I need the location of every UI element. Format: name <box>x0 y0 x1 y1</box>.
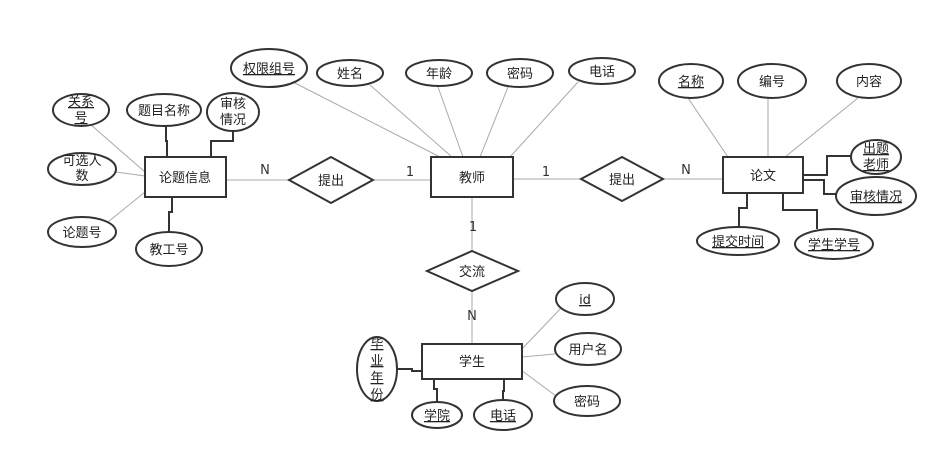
cardinality-labels: N 1 1 N 1 N <box>260 163 691 324</box>
attr-paper-name-label: 名称 <box>678 74 704 90</box>
relationship-propose-paper-label: 提出 <box>609 172 635 188</box>
attr-student-college-label: 学院 <box>424 408 450 424</box>
entity-student: 学生 <box>421 343 523 380</box>
entity-teacher: 教师 <box>430 156 514 198</box>
cardinality-paper-n: N <box>681 163 691 178</box>
attr-perm-group: 权限组号 <box>230 48 308 88</box>
attr-staff-no: 教工号 <box>135 231 203 267</box>
attr-student-no: 学生学号 <box>794 228 874 260</box>
attr-teacher-phone: 电话 <box>568 57 636 85</box>
cardinality-teacher-topic-1: 1 <box>406 165 414 180</box>
attribute-connectors <box>89 81 859 397</box>
attr-teacher-password-label: 密码 <box>507 66 533 82</box>
relationship-propose-paper: 提出 <box>578 155 666 203</box>
attr-paper-name: 名称 <box>658 63 724 99</box>
cardinality-teacher-paper-1: 1 <box>542 165 550 180</box>
attr-student-password-label: 密码 <box>574 394 600 410</box>
attr-paper-setter-line2: 老师 <box>863 158 889 173</box>
attr-staff-no-label: 教工号 <box>149 242 188 258</box>
attr-paper-review: 审核情况 <box>835 176 917 216</box>
relationship-communicate-label: 交流 <box>459 264 485 280</box>
attr-topic-review-line1: 审核 <box>220 97 246 112</box>
attr-student-phone: 电话 <box>473 399 533 431</box>
attr-teacher-password: 密码 <box>486 58 554 88</box>
attr-submit-time-label: 提交时间 <box>712 234 764 250</box>
entity-topic: 论题信息 <box>144 156 227 198</box>
entity-student-label: 学生 <box>459 354 485 370</box>
attr-grad-year-char1: 毕 <box>370 337 383 352</box>
cardinality-student-n: N <box>467 309 477 324</box>
attr-dept-no-line2: 号 <box>74 111 87 126</box>
entity-teacher-label: 教师 <box>459 170 485 186</box>
attr-paper-setter: 出题 老师 <box>850 139 902 175</box>
attr-perm-group-label: 权限组号 <box>243 61 295 77</box>
attr-student-username: 用户名 <box>554 332 622 366</box>
attr-student-id-label: id <box>579 293 591 308</box>
attr-topic-review: 审核 情况 <box>206 92 260 132</box>
attr-paper-content-label: 内容 <box>856 74 882 90</box>
attr-student-id: id <box>555 282 615 316</box>
attr-teacher-name-label: 姓名 <box>337 66 363 82</box>
attr-paper-number-label: 编号 <box>759 75 785 90</box>
attr-paper-number: 编号 <box>737 63 807 99</box>
attr-topic-title-label: 题目名称 <box>138 103 190 119</box>
relationship-connectors <box>226 178 723 344</box>
entity-paper-label: 论文 <box>750 169 776 184</box>
cardinality-topic-n: N <box>260 163 270 178</box>
attr-topic-title: 题目名称 <box>126 93 202 127</box>
attr-topic-no-label: 论题号 <box>62 226 101 241</box>
attr-student-phone-label: 电话 <box>490 409 516 424</box>
attr-teacher-age: 年龄 <box>405 59 473 87</box>
attr-selectable-count-line2: 数 <box>75 169 88 184</box>
relationship-propose-topic-label: 提出 <box>318 173 344 189</box>
attr-topic-no: 论题号 <box>47 216 117 248</box>
relationship-communicate: 交流 <box>424 249 521 293</box>
attr-student-no-label: 学生学号 <box>808 237 860 253</box>
attr-grad-year-char3: 年 <box>370 371 383 386</box>
attr-topic-review-line2: 情况 <box>220 113 246 128</box>
attr-dept-no-line1: 关系 <box>68 95 94 110</box>
attr-teacher-phone-label: 电话 <box>589 65 615 80</box>
attr-teacher-name: 姓名 <box>316 59 384 87</box>
attr-student-college: 学院 <box>411 401 463 429</box>
attr-grad-year: 毕 业 年 份 <box>356 336 398 403</box>
cardinality-teacher-comm-1: 1 <box>469 220 477 235</box>
entity-topic-label: 论题信息 <box>159 170 211 186</box>
attr-teacher-age-label: 年龄 <box>426 67 452 82</box>
attr-paper-content: 内容 <box>836 63 902 99</box>
entity-paper: 论文 <box>722 156 804 194</box>
attr-grad-year-char2: 业 <box>370 354 383 369</box>
key-connectors <box>165 124 851 402</box>
attr-student-username-label: 用户名 <box>568 342 607 358</box>
attr-submit-time: 提交时间 <box>696 226 780 256</box>
attr-grad-year-char4: 份 <box>370 388 383 403</box>
attr-selectable-count-line1: 可选人 <box>62 154 101 169</box>
attr-student-password: 密码 <box>553 385 621 417</box>
attr-selectable-count: 可选人 数 <box>47 152 117 186</box>
attr-dept-no: 关系 号 <box>52 93 110 127</box>
relationship-propose-topic: 提出 <box>286 155 376 205</box>
attr-paper-setter-line1: 出题 <box>863 142 889 157</box>
attr-paper-review-label: 审核情况 <box>850 190 902 205</box>
